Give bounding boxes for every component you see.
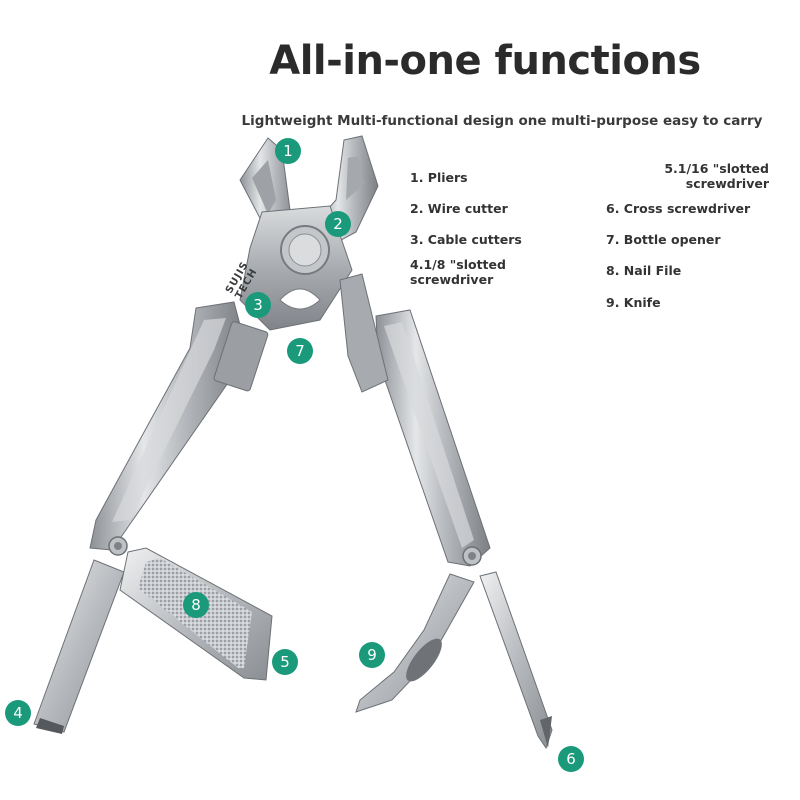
cross-screwdriver	[479, 571, 553, 750]
screwdriver-blade	[33, 559, 125, 734]
callout-badge-1: 1	[275, 138, 301, 164]
callout-badge-7: 7	[287, 338, 313, 364]
feature-slotted-screwdriver-1-16: 5.1/16 "slotted screwdriver	[620, 161, 769, 191]
feature-nail-file: 8. Nail File	[606, 263, 682, 278]
feature-knife: 9. Knife	[606, 295, 661, 310]
page-subtitle: Lightweight Multi-functional design one …	[241, 113, 763, 129]
callout-badge-8: 8	[183, 592, 209, 618]
feature-slotted-screwdriver-1-16-line1: 5.1/16 "slotted	[664, 161, 769, 176]
right-handle	[339, 273, 491, 567]
feature-cable-cutters: 3. Cable cutters	[410, 232, 522, 247]
feature-slotted-screwdriver-1-8-line2: screwdriver	[410, 272, 494, 287]
callout-badge-3: 3	[245, 292, 271, 318]
left-handle	[89, 301, 269, 556]
callout-badge-6: 6	[558, 746, 584, 772]
page-title: All-in-one functions	[269, 38, 701, 84]
knife-blade	[355, 573, 475, 713]
feature-cross-screwdriver: 6. Cross screwdriver	[606, 201, 751, 216]
feature-slotted-screwdriver-1-16-line2: screwdriver	[685, 176, 769, 191]
feature-bottle-opener: 7. Bottle opener	[606, 232, 721, 247]
callout-badge-5: 5	[272, 649, 298, 675]
feature-slotted-screwdriver-1-8: 4.1/8 "slotted screwdriver	[410, 257, 506, 287]
feature-pliers: 1. Pliers	[410, 170, 468, 185]
feature-slotted-screwdriver-1-8-line1: 4.1/8 "slotted	[410, 257, 506, 272]
callout-badge-9: 9	[359, 642, 385, 668]
feature-wire-cutter: 2. Wire cutter	[410, 201, 508, 216]
callout-badge-2: 2	[325, 211, 351, 237]
callout-badge-4: 4	[5, 700, 31, 726]
